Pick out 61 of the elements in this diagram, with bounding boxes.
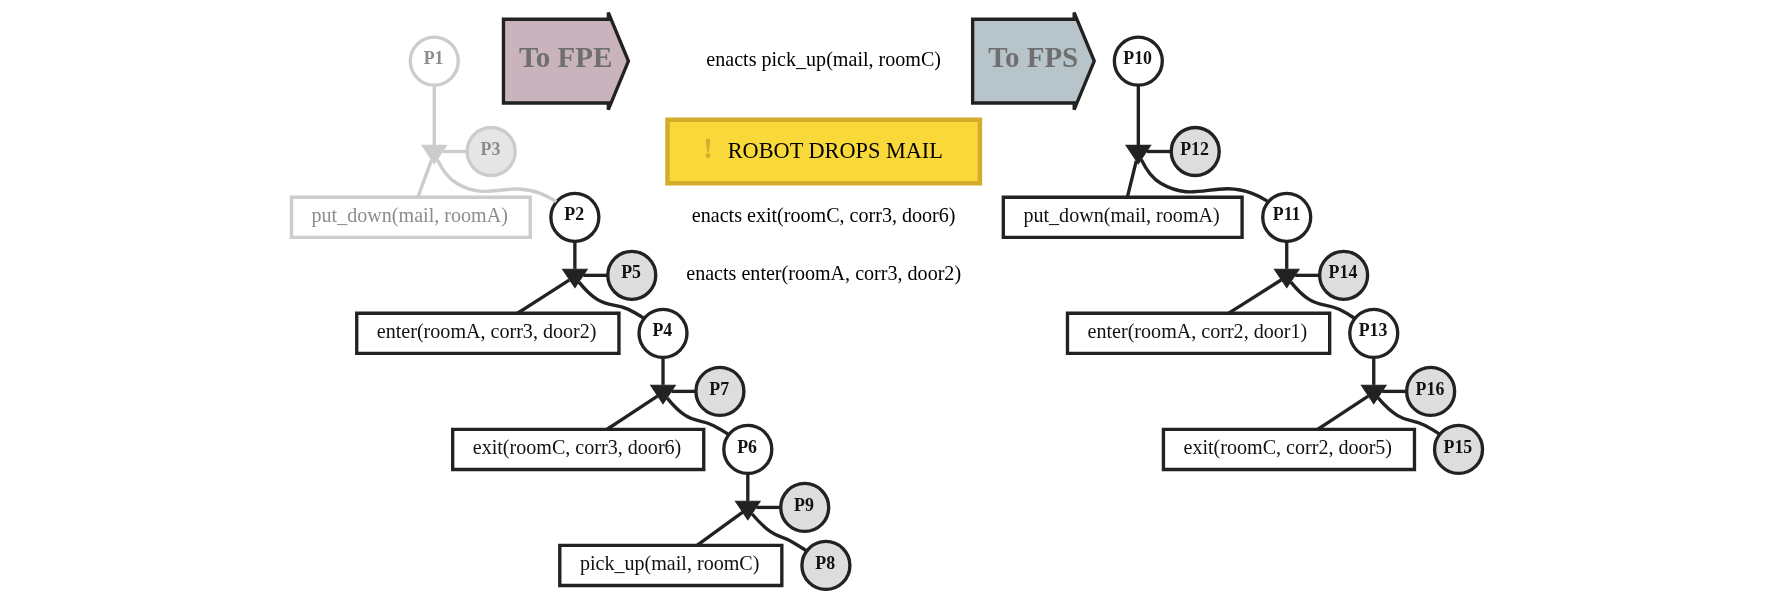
node-box: ! ROBOT DROPS MAIL [664, 117, 982, 186]
node-triangle [420, 144, 448, 165]
label: enacts exit(roomC, corr3, door6) [691, 204, 956, 227]
label: enacts enter(roomA, corr3, door2) [685, 262, 961, 285]
connector [1376, 396, 1440, 436]
node-triangle [1359, 384, 1387, 405]
node-box: put_down(mail, roomA) [1001, 195, 1244, 240]
node-circle: P3 [465, 125, 517, 178]
connector [745, 473, 749, 501]
node-box: pick_up(mail, roomC) [557, 543, 783, 588]
connector [415, 159, 433, 198]
node-circle: P6 [721, 423, 773, 476]
connector [1284, 241, 1288, 269]
connector [1381, 389, 1406, 394]
node-circle: P14 [1317, 249, 1369, 301]
connector [605, 394, 658, 431]
connector [1289, 281, 1356, 320]
node-triangle [1124, 144, 1152, 165]
connector [1316, 394, 1369, 431]
node-box: enter(roomA, corr2, door1) [1065, 311, 1331, 356]
node-circle: P2 [548, 191, 601, 243]
connector [695, 510, 744, 547]
node-box: exit(roomC, corr3, door6) [450, 427, 705, 472]
node-box: put_down(mail, roomA) [289, 195, 532, 240]
label: enacts pick_up(mail, roomC) [705, 48, 941, 71]
connector [582, 273, 608, 277]
connector [435, 158, 557, 204]
connector [1294, 273, 1319, 277]
connector [516, 278, 570, 315]
node-circle: P5 [605, 249, 657, 301]
node-circle: P1 [408, 35, 460, 87]
connector [1227, 278, 1282, 315]
node-circle: P13 [1347, 307, 1399, 360]
node-circle: P11 [1260, 191, 1312, 243]
node-circle: P16 [1404, 365, 1456, 418]
node-circle: P12 [1169, 125, 1221, 178]
node-triangle [561, 268, 588, 289]
node-triangle [1272, 268, 1300, 289]
node-box: exit(roomC, corr2, door5) [1161, 427, 1416, 472]
connector [432, 85, 436, 146]
node-circle: P9 [778, 481, 830, 534]
connector [1371, 357, 1375, 385]
connector [670, 389, 696, 394]
node-circle: P15 [1432, 423, 1484, 476]
connector [755, 505, 780, 510]
connector [577, 281, 645, 320]
connector [1139, 158, 1269, 204]
node-box: enter(roomA, corr3, door2) [354, 311, 621, 356]
node-circle: P10 [1112, 35, 1164, 87]
node-circle: P7 [693, 365, 746, 418]
node-triangle [734, 500, 761, 521]
connector [1125, 160, 1138, 198]
connector [1136, 85, 1140, 146]
connector [442, 149, 467, 154]
node-triangle [649, 384, 676, 405]
connector [572, 241, 577, 269]
connector [660, 357, 665, 385]
connector [1146, 149, 1171, 154]
node-circle: P8 [799, 539, 852, 592]
connector [665, 397, 730, 436]
node-circle: P4 [636, 307, 689, 360]
